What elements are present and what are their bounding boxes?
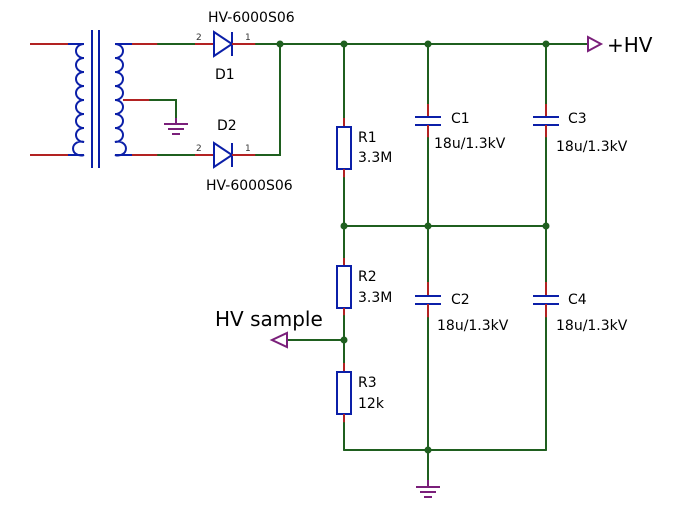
- resistor-r1: [336, 118, 352, 178]
- diode-d2: [195, 141, 256, 169]
- d1-pin-anode: 2: [196, 33, 202, 43]
- hv-output-port: [587, 35, 604, 53]
- c3-value-label: 18u/1.3kV: [556, 139, 628, 155]
- d1-pin-cathode: 1: [245, 33, 251, 43]
- r2-value-label: 3.3M: [358, 290, 392, 306]
- secondary-winding: [114, 43, 132, 157]
- c2-ref-label: C2: [451, 292, 470, 308]
- c1-ref-label: C1: [451, 111, 470, 127]
- primary-winding: [68, 43, 85, 157]
- r3-ref-label: R3: [358, 375, 377, 391]
- diode-d1: [195, 30, 256, 58]
- capacitor-c3: [533, 104, 559, 138]
- d2-pin-cathode: 1: [245, 144, 251, 154]
- c4-value-label: 18u/1.3kV: [556, 318, 628, 334]
- transformer: [30, 30, 158, 168]
- d2-part-label: HV-6000S06: [206, 178, 293, 194]
- resistor-r3: [336, 363, 352, 423]
- ground-symbol-transformer: [164, 118, 188, 135]
- resistor-r2: [336, 258, 352, 316]
- r3-value-label: 12k: [358, 396, 385, 412]
- hv-output-label: +HV: [607, 33, 653, 57]
- capacitor-c4: [533, 282, 559, 318]
- c4-ref-label: C4: [568, 292, 587, 308]
- center-tap-wire: [149, 99, 177, 119]
- r1-ref-label: R1: [358, 130, 377, 146]
- d2-pin-anode: 2: [196, 144, 202, 154]
- capacitor-c2: [415, 282, 441, 318]
- hv-sample-port: [269, 331, 288, 349]
- wire-d2-to-rail: [255, 43, 281, 156]
- ground-symbol-output: [416, 480, 440, 498]
- hv-sample-label: HV sample: [215, 307, 323, 331]
- r1-value-label: 3.3M: [358, 150, 392, 166]
- c1-value-label: 18u/1.3kV: [434, 136, 506, 152]
- capacitor-c1: [415, 104, 441, 138]
- r2-ref-label: R2: [358, 269, 377, 285]
- c2-value-label: 18u/1.3kV: [437, 318, 509, 334]
- junction-dot: [276, 40, 284, 48]
- d1-part-label: HV-6000S06: [208, 10, 295, 26]
- d2-ref-label: D2: [217, 118, 237, 134]
- c3-ref-label: C3: [568, 111, 587, 127]
- d1-ref-label: D1: [215, 67, 235, 83]
